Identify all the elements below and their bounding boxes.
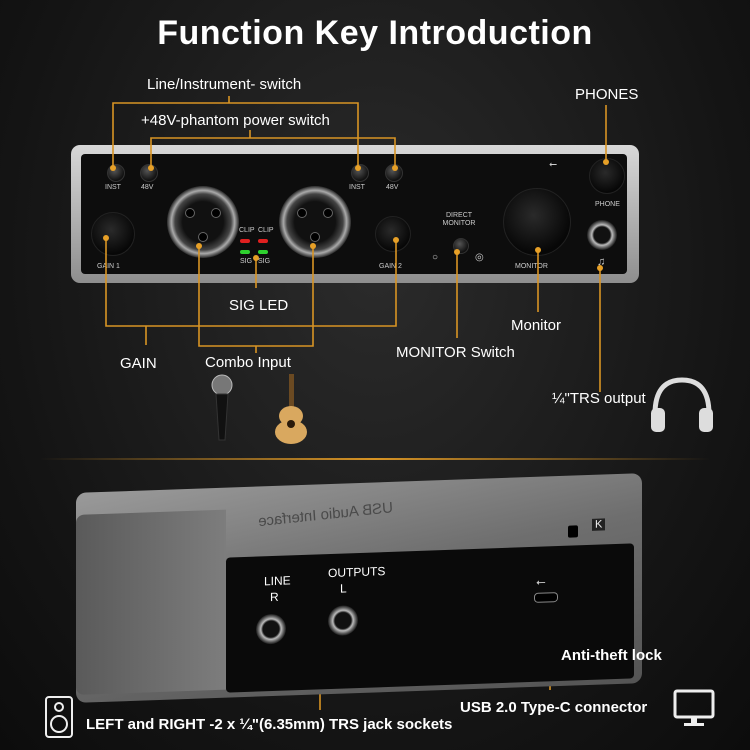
speaker-icon [45,696,73,738]
back-panel: USB Audio Interface LINE OUTPUTS R L ⭠ K [76,473,642,703]
line-output-r-jack[interactable] [256,613,286,645]
monitor-panel-label: MONITOR [515,263,548,270]
line-output-l-jack[interactable] [328,605,358,637]
clip-led-1 [240,239,250,243]
back-r-label: R [270,589,279,605]
gain-1-label: GAIN 1 [97,263,120,270]
monitor-display-icon [673,689,715,726]
gain-2-label: GAIN 2 [379,263,402,270]
acoustic-guitar-icon [275,374,307,444]
phantom-power-switch-label: +48V-phantom power switch [141,112,330,129]
anti-theft-lock-label: Anti-theft lock [561,647,662,664]
usb-c-port[interactable] [534,592,558,603]
gain-2-knob[interactable] [375,216,411,252]
v48-label-2: 48V [386,184,399,191]
microphone-icon [211,374,233,441]
headphone-symbol: ♫ [597,256,606,268]
page-title: Function Key Introduction [157,14,593,52]
v48-label-1: 48V [141,184,154,191]
inst-label-2: INST [349,184,365,191]
monitor-switch-label: MONITOR Switch [396,344,515,361]
sig-label-2: SIG [258,258,271,265]
phantom-switch-2[interactable] [385,164,403,182]
combo-input-label: Combo Input [205,354,291,371]
mono-icon: ○ [432,252,439,263]
back-l-label: L [340,581,347,596]
back-line-label: LINE [264,573,291,589]
back-outputs-label: OUTPUTS [328,564,386,581]
line-outputs-label: LEFT and RIGHT -2 x ¼"(6.35mm) TRS jack … [86,716,453,733]
clip-led-2 [258,239,268,243]
usb-icon: ⭠ [549,159,557,170]
sig-led-2 [258,250,268,254]
monitor-label: Monitor [511,317,562,334]
clip-label-2: CLIP [258,227,274,234]
sig-label-1: SIG [240,258,253,265]
monitor-knob[interactable] [503,188,571,256]
trs-output-label: ¼"TRS output [552,390,646,407]
sig-led-label: SIG LED [229,297,289,314]
back-panel-face: LINE OUTPUTS R L ⭠ [226,543,634,693]
back-side [76,509,226,695]
section-divider [40,458,710,460]
headphones-icon [651,377,713,432]
combo-input-1[interactable] [167,186,239,258]
gain-label: GAIN [120,355,157,372]
stereo-icon: ◎ [475,252,484,263]
inst-label-1: INST [105,184,121,191]
phone-panel-label: PHONE [595,201,620,208]
kensington-slot[interactable] [568,525,578,538]
usb-connector-label: USB 2.0 Type-C connector [460,699,648,716]
sig-led-1 [240,250,250,254]
usb-back-icon: ⭠ [536,574,546,589]
direct-monitor-label: DIRECT MONITOR [442,212,476,227]
device-engraving: USB Audio Interface [257,499,394,531]
gain-1-knob[interactable] [91,212,135,256]
phones-label: PHONES [575,86,639,103]
line-instrument-switch-label: Line/Instrument- switch [147,76,302,93]
clip-label-1: CLIP [239,227,255,234]
kensington-lock-icon: K [592,518,606,531]
front-panel-face: INST 48V GAIN 1 CLIP CLIP SIG SIG INST 4… [81,154,627,274]
headphone-jack[interactable] [587,220,617,250]
